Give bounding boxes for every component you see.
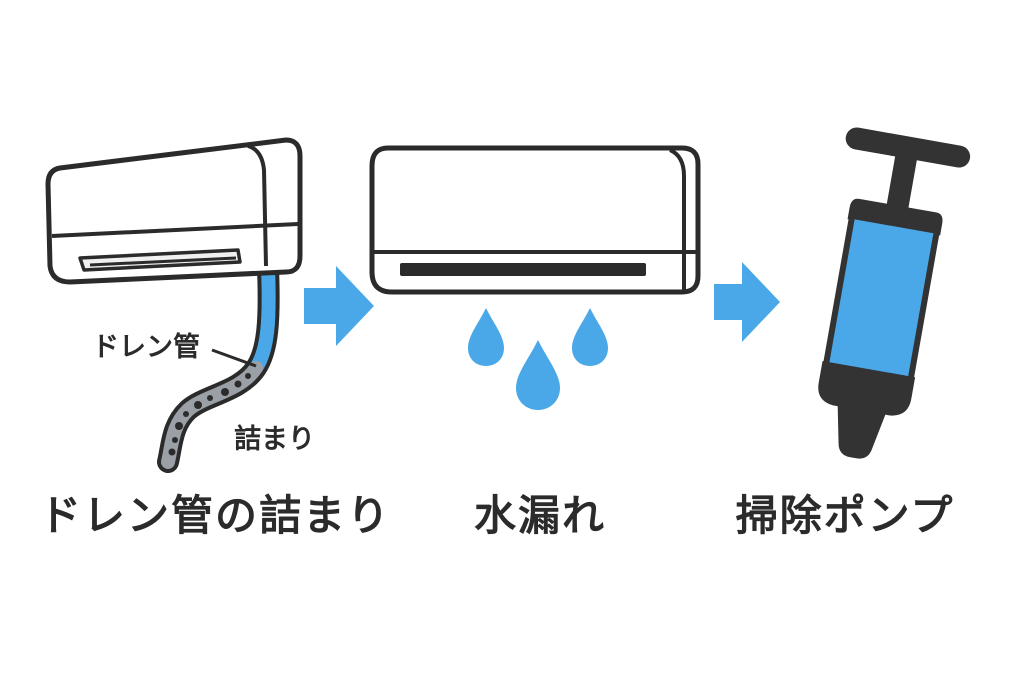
caption-drain-clog: ドレン管の詰まり <box>38 491 391 540</box>
caption-water-leak: 水漏れ <box>473 491 606 540</box>
drain-pipe-water <box>249 261 276 375</box>
arrow-right-icon <box>304 266 374 346</box>
clog-label: 詰まり <box>234 424 315 455</box>
drain-label-leader <box>211 348 257 368</box>
water-drop-icon <box>468 308 608 410</box>
arrow-right-icon <box>714 262 780 342</box>
caption-cleaning-pump: 掃除ポンプ <box>735 491 955 540</box>
air-conditioner-icon <box>45 137 303 285</box>
panel-water-leak <box>369 145 701 410</box>
drain-pipe-label: ドレン管 <box>92 332 200 363</box>
panel-drain-clog <box>45 137 303 473</box>
clog-particles <box>168 373 251 456</box>
hand-pump-icon <box>818 127 971 459</box>
air-conditioner-icon <box>369 145 701 295</box>
